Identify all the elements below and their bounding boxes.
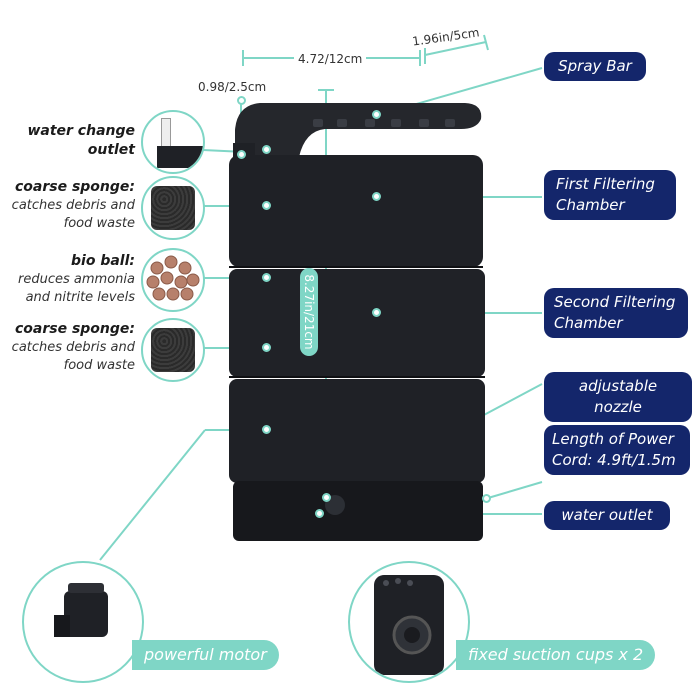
width-dimension-label: 4.72/12cm: [294, 52, 367, 66]
marker-dot: [262, 201, 271, 210]
water-change-outlet-thumb: [141, 110, 205, 174]
label-coarse-sponge-2-title: coarse sponge:: [14, 321, 135, 337]
second-chamber-label: Second Filtering Chamber: [544, 288, 688, 338]
filter-device-illustration: [229, 103, 485, 541]
suction-cups-thumb: [348, 561, 470, 683]
height-dimension-label: 8.27in/21cm: [300, 268, 318, 356]
marker-dot: [262, 273, 271, 282]
marker-dot: [372, 110, 381, 119]
marker-dot: [315, 509, 324, 518]
marker-dot: [237, 96, 246, 105]
first-chamber-label: First Filtering Chamber: [544, 170, 676, 220]
label-coarse-sponge-2-desc: catches debris and: [11, 340, 135, 355]
marker-dot: [262, 343, 271, 352]
label-bio-ball-title: bio ball:: [71, 253, 135, 269]
marker-dot: [372, 308, 381, 317]
label-water-change-title-2: outlet: [87, 142, 135, 158]
coarse-sponge-thumb: [141, 176, 205, 240]
label-water-change-title: water change: [27, 123, 135, 139]
marker-dot: [262, 145, 271, 154]
label-coarse-sponge-title: coarse sponge:: [14, 179, 135, 195]
label-bio-ball-desc: reduces ammonia: [18, 272, 135, 287]
label-coarse-sponge-2-desc-2: food waste: [63, 358, 135, 373]
label-bio-ball-desc-2: and nitrite levels: [25, 290, 135, 305]
spray-bar-label: Spray Bar: [544, 52, 646, 81]
water-outlet-label: water outlet: [544, 501, 670, 530]
marker-dot: [322, 493, 331, 502]
suction-cups-label: fixed suction cups x 2: [456, 640, 656, 670]
marker-dot: [237, 150, 246, 159]
adjustable-nozzle-label: adjustable nozzle: [544, 372, 692, 422]
coarse-sponge-thumb-2: [141, 318, 205, 382]
power-cord-label: Length of Power Cord: 4.9ft/1.5m: [544, 425, 690, 475]
label-coarse-sponge-desc: catches debris and: [11, 198, 135, 213]
spray-offset-label: 1.96in/5cm: [411, 25, 481, 49]
marker-dot: [482, 494, 491, 503]
bio-ball-thumb: [141, 248, 205, 312]
marker-dot: [262, 425, 271, 434]
powerful-motor-thumb: [22, 561, 144, 683]
powerful-motor-label: powerful motor: [132, 640, 279, 670]
outlet-offset-label: 0.98/2.5cm: [198, 80, 267, 94]
label-coarse-sponge-desc-2: food waste: [63, 216, 135, 231]
marker-dot: [372, 192, 381, 201]
